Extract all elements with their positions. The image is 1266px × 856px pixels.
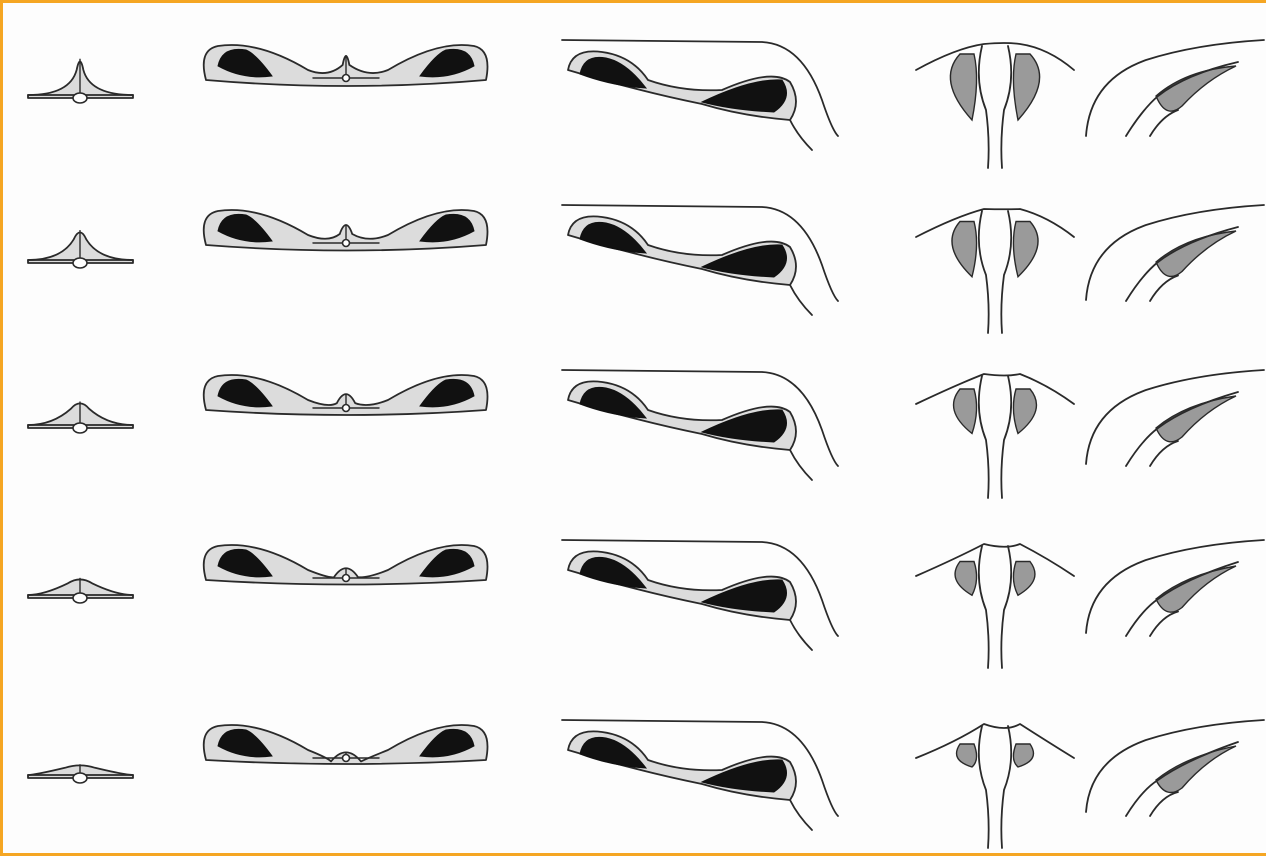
right-stalk xyxy=(1001,376,1011,498)
tail-line xyxy=(790,120,812,150)
left-wing-shading xyxy=(954,389,977,434)
sagittal-section-2 xyxy=(562,205,838,315)
transverse-section-5 xyxy=(204,725,488,764)
neural-fold-section-2 xyxy=(28,231,133,268)
notochord xyxy=(73,258,87,268)
tail-line xyxy=(790,285,812,315)
notochord xyxy=(343,75,350,82)
right-wing-shading xyxy=(1013,222,1038,277)
neural-fold-section-5 xyxy=(28,765,133,783)
right-wing-shading xyxy=(1013,562,1035,596)
sagittal-section-3 xyxy=(562,370,838,480)
transverse-section-4 xyxy=(204,545,488,585)
lower-contour xyxy=(1150,276,1178,302)
lower-contour xyxy=(1150,792,1178,816)
sagittal-section-4 xyxy=(562,540,838,650)
upper-contour xyxy=(916,43,1074,70)
left-wing-shading xyxy=(955,562,977,596)
right-wing-shading xyxy=(1013,744,1033,767)
neural-fold-section-3 xyxy=(28,402,133,433)
upper-contour xyxy=(916,209,1074,237)
left-stalk xyxy=(979,726,989,848)
left-wing-shading xyxy=(957,744,977,767)
lateral-view-5 xyxy=(1086,720,1264,816)
transverse-section-1 xyxy=(204,45,488,86)
lower-contour xyxy=(1150,110,1178,136)
transverse-section-2 xyxy=(204,210,488,251)
left-stalk xyxy=(979,546,989,668)
tail-line xyxy=(790,620,812,650)
notochord xyxy=(343,755,350,762)
right-stalk xyxy=(1001,546,1011,668)
notochord xyxy=(343,240,350,247)
head-contour xyxy=(1086,720,1264,812)
tail-line xyxy=(790,450,812,480)
left-wing-shading xyxy=(950,54,976,120)
notochord xyxy=(73,593,87,603)
upper-contour xyxy=(916,724,1074,758)
right-wing-shading xyxy=(1013,54,1039,120)
lateral-view-3 xyxy=(1086,370,1264,466)
lower-contour xyxy=(1150,612,1178,637)
lateral-shading xyxy=(1156,566,1236,612)
sagittal-section-1 xyxy=(562,40,838,150)
notochord xyxy=(343,405,350,412)
lower-contour xyxy=(1150,441,1178,466)
notochord xyxy=(73,773,87,783)
ventral-view-4 xyxy=(916,544,1074,668)
ventral-view-3 xyxy=(916,374,1074,498)
upper-contour xyxy=(916,544,1074,576)
ventral-view-1 xyxy=(916,43,1074,168)
right-stalk xyxy=(1001,46,1011,168)
notochord xyxy=(73,423,87,433)
left-wing-shading xyxy=(952,222,977,277)
lateral-view-4 xyxy=(1086,540,1264,636)
left-stalk xyxy=(979,46,989,168)
tail-line xyxy=(790,800,812,830)
neural-fold-section-4 xyxy=(28,578,133,603)
notochord xyxy=(73,93,87,103)
lateral-shading xyxy=(1156,231,1236,276)
ventral-view-2 xyxy=(916,209,1074,333)
right-stalk xyxy=(1001,726,1011,848)
transverse-section-3 xyxy=(204,375,488,415)
lateral-view-2 xyxy=(1086,205,1264,301)
left-stalk xyxy=(979,376,989,498)
sagittal-section-5 xyxy=(562,720,838,830)
upper-contour xyxy=(916,374,1074,404)
left-stalk xyxy=(979,211,989,333)
ventral-view-5 xyxy=(916,724,1074,848)
right-wing-shading xyxy=(1013,389,1036,434)
lateral-shading xyxy=(1156,746,1236,793)
neural-fold-section-1 xyxy=(28,59,133,103)
lateral-view-1 xyxy=(1086,40,1264,136)
right-stalk xyxy=(1001,211,1011,333)
lateral-shading xyxy=(1156,396,1236,442)
notochord xyxy=(343,575,350,582)
